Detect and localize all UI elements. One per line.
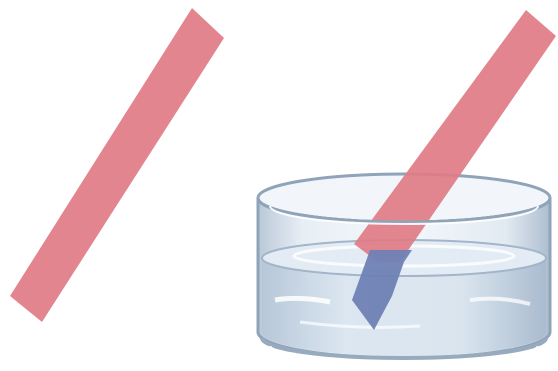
dry-litmus-strip xyxy=(10,8,224,322)
